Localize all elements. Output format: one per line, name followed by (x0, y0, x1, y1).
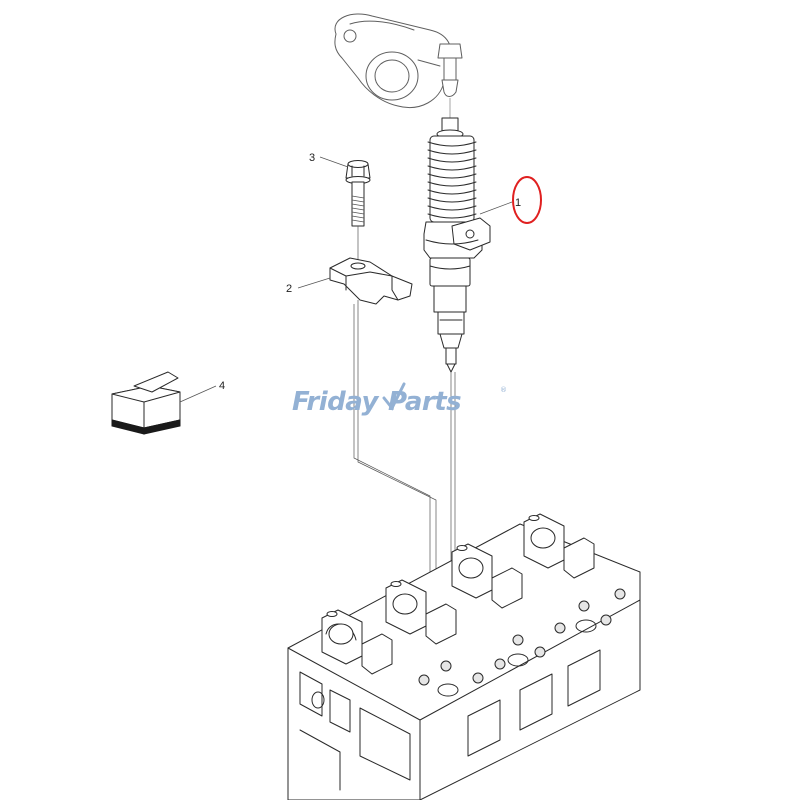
watermark-registered-mark: ® (500, 386, 507, 394)
callout-2-number: 2 (286, 283, 292, 295)
callout-4-number: 4 (219, 380, 225, 392)
callout-3: 3 (309, 152, 349, 168)
callout-1: 1 (479, 197, 521, 215)
rocker-arm (334, 13, 463, 118)
watermark-check-icon (382, 382, 406, 411)
cylinder-head (287, 513, 641, 800)
callout-3-number: 3 (309, 152, 315, 164)
watermark-brand-part1: Friday (292, 387, 379, 417)
callout-2: 2 (286, 277, 331, 295)
camshaft-bearing-caps (321, 513, 595, 675)
injector-assembly (423, 117, 491, 373)
bolt (345, 160, 371, 262)
callout-4: 4 (179, 380, 225, 403)
callout-1-number: 1 (515, 197, 521, 209)
repair-kit-box (111, 371, 181, 435)
highlight-ring (512, 176, 542, 224)
clamp (329, 257, 413, 305)
head-bolts (418, 588, 626, 697)
